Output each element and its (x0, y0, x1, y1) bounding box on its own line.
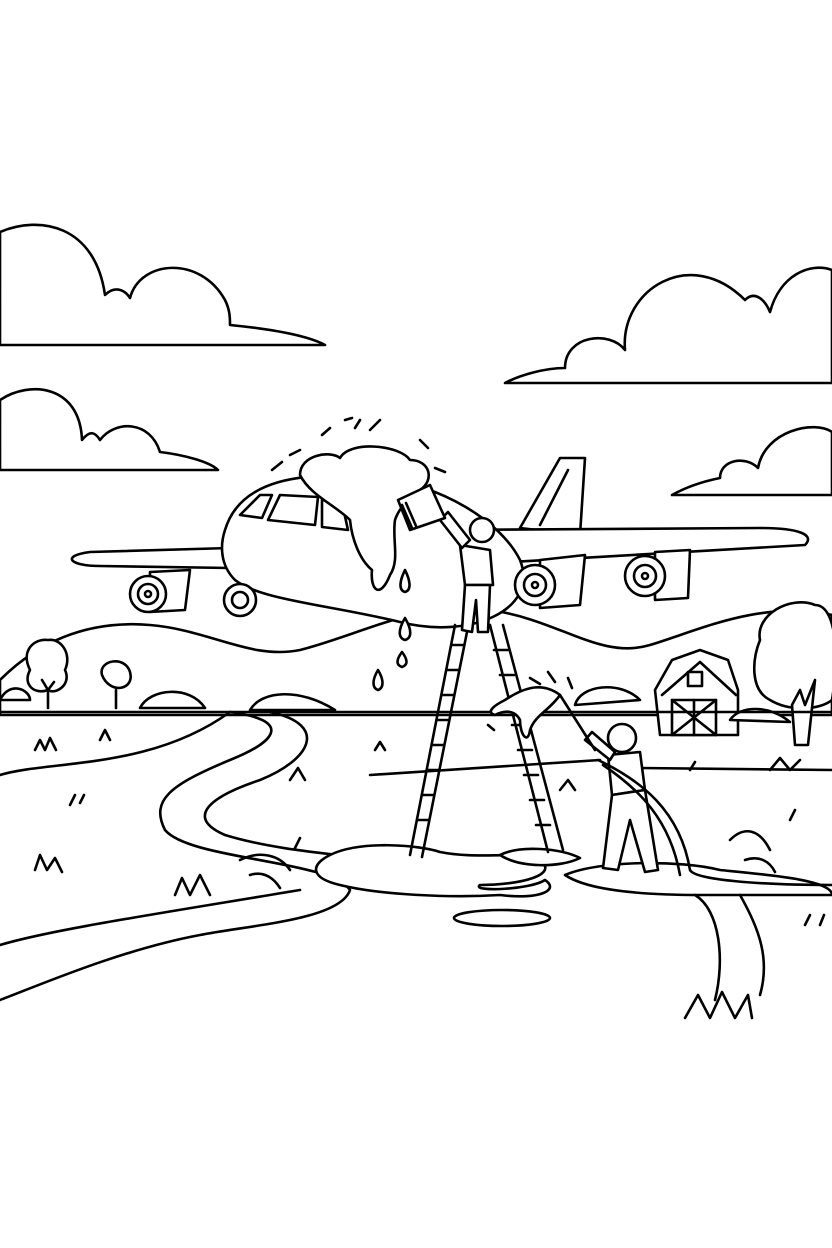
engines (128, 548, 692, 618)
cloud-middle-right (670, 425, 832, 497)
bucket (396, 483, 447, 532)
hose (596, 758, 832, 887)
person-with-hose (486, 670, 832, 887)
cloud-top-right (503, 266, 832, 385)
water-drops (372, 568, 412, 692)
water-spray (489, 686, 562, 739)
puddles (314, 843, 832, 1002)
right-wing (438, 526, 810, 567)
tail-fin (518, 456, 587, 537)
cloud-top-left (0, 223, 327, 347)
left-wing (70, 546, 232, 570)
soap-foam (298, 445, 430, 591)
grass-tufts (33, 728, 826, 1020)
field-line (368, 758, 832, 777)
hose-nozzle (558, 693, 597, 752)
trees-left (0, 638, 337, 712)
cloud-middle-left (0, 387, 220, 472)
barn (653, 648, 740, 737)
person-with-bucket (396, 483, 496, 634)
ladder (408, 623, 565, 859)
